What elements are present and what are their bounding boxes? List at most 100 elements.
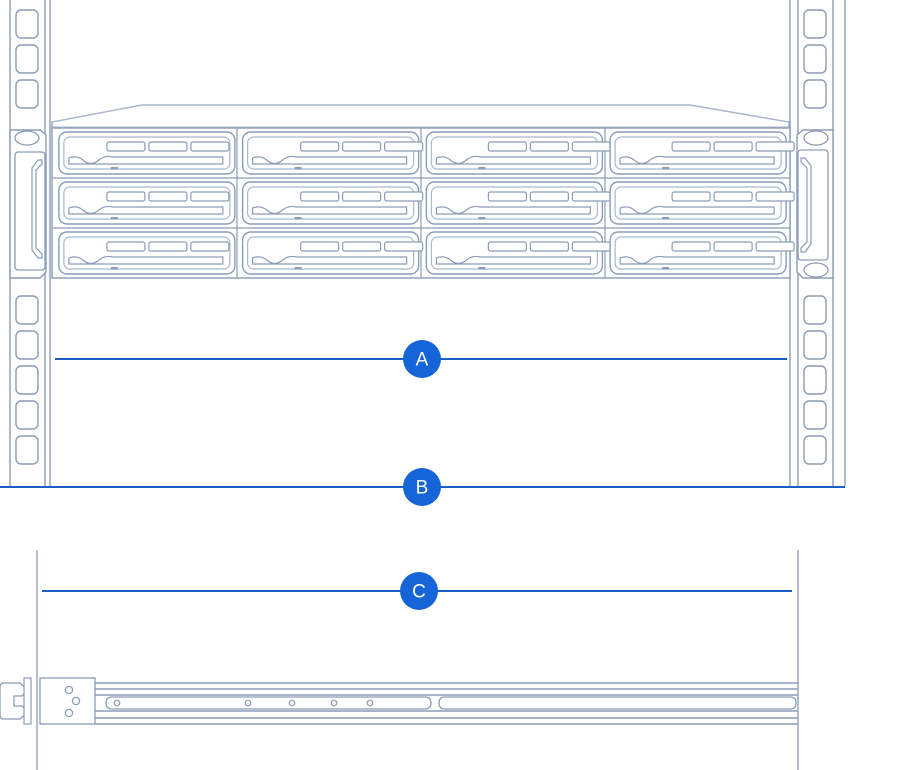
drive-bay-latch[interactable] (68, 155, 224, 165)
drive-bay[interactable] (58, 231, 236, 275)
drive-bay-vent (148, 241, 188, 252)
ear-right-thumbscrew-top (803, 130, 829, 146)
rack-hole (803, 44, 827, 74)
drive-bay-vent (713, 241, 753, 252)
ear-right-thumbscrew-bottom (803, 262, 829, 278)
callout-leader-lines (0, 358, 845, 592)
drive-bay-vent (190, 241, 230, 252)
drive-bay-vent (755, 191, 795, 202)
drive-bay-vent (342, 191, 382, 202)
rack-hole (15, 295, 39, 325)
drive-bay[interactable] (425, 231, 611, 275)
drive-bay-vent (571, 141, 611, 152)
slide-rail-assembly (0, 550, 799, 770)
drive-bay-latch[interactable] (68, 205, 224, 215)
drive-bay-latch[interactable] (435, 205, 591, 215)
rail-end-hook (0, 682, 29, 720)
drive-bay-latch[interactable] (68, 255, 224, 265)
drive-bay-vent (571, 191, 611, 202)
rail-mount-hole (64, 685, 74, 695)
rack-hole (15, 435, 39, 465)
chassis-top-bevel (51, 104, 790, 123)
rail-track-hole (288, 699, 296, 707)
drive-bay-vent (384, 141, 424, 152)
ear-left-handle-grip (31, 159, 43, 259)
drive-bay-vent (190, 191, 230, 202)
drive-bay[interactable] (609, 181, 795, 225)
drive-bay-latch[interactable] (435, 155, 591, 165)
drive-bay-vent (148, 191, 188, 202)
drive-bay-latch[interactable] (435, 255, 591, 265)
rack-hole (15, 9, 39, 39)
drive-bay-vent (571, 241, 611, 252)
rack-frame (9, 0, 846, 486)
drive-bay[interactable] (609, 231, 795, 275)
drive-bay-latch[interactable] (252, 255, 408, 265)
drive-bay-latch[interactable] (619, 155, 775, 165)
callout-label-b: B (416, 478, 429, 499)
drive-bay-vent (106, 241, 146, 252)
rail-track-hole (113, 699, 121, 707)
drive-bay-tab (110, 217, 118, 220)
drive-bay-tab (294, 217, 302, 220)
rack-hole (803, 9, 827, 39)
drive-bay-tab (110, 267, 118, 270)
drive-bay-vent (487, 191, 527, 202)
drive-bay-vent (487, 241, 527, 252)
drive-bay[interactable] (425, 181, 611, 225)
drive-bay[interactable] (241, 131, 424, 175)
rack-hole (803, 435, 827, 465)
callout-label-a: A (416, 350, 429, 371)
drive-bay-tab (478, 217, 486, 220)
drive-bay-vent (487, 141, 527, 152)
callout-circle-b (403, 468, 441, 506)
drive-bay-vent (106, 141, 146, 152)
rail-slot-segment (105, 696, 432, 710)
drive-bay-latch[interactable] (619, 255, 775, 265)
drive-bays (58, 131, 795, 275)
drive-bay-vent (300, 141, 340, 152)
rack-ear-right (796, 129, 834, 279)
drive-bay-vent (671, 241, 711, 252)
drive-bay-vent (106, 191, 146, 202)
drive-bay-vent (384, 191, 424, 202)
rack-hole (803, 400, 827, 430)
rack-hole (15, 79, 39, 109)
drive-bay-vent (671, 141, 711, 152)
drive-bay-vent (671, 191, 711, 202)
drive-bay[interactable] (241, 231, 424, 275)
drive-bay[interactable] (425, 131, 611, 175)
drive-bay[interactable] (58, 131, 236, 175)
callout-marker-c[interactable]: C (400, 572, 438, 610)
rack-hole (15, 365, 39, 395)
callout-circle-a (403, 340, 441, 378)
ear-left-handle-body (14, 151, 46, 271)
drive-bay-vent (300, 241, 340, 252)
drive-bay-latch[interactable] (252, 155, 408, 165)
drive-bay[interactable] (58, 181, 236, 225)
drive-bay-vent (300, 191, 340, 202)
drive-bay[interactable] (609, 131, 795, 175)
drive-bay-tab (662, 167, 670, 170)
drive-bay-vent (713, 191, 753, 202)
drive-bay-tab (662, 267, 670, 270)
rack-hole (803, 365, 827, 395)
rail-track-hole (330, 699, 338, 707)
ear-right-handle-body (797, 149, 829, 261)
drive-bay-vent (529, 141, 569, 152)
drive-bay[interactable] (241, 181, 424, 225)
callout-circle-c (400, 572, 438, 610)
drive-bay-vent (529, 241, 569, 252)
callout-marker-a[interactable]: A (403, 340, 441, 378)
rail-track-hole (366, 699, 374, 707)
rail-end-spacer (23, 677, 32, 725)
rail-slot-segment (438, 696, 797, 710)
server-chassis-top (51, 104, 790, 131)
drive-bay-latch[interactable] (619, 205, 775, 215)
rack-post-left (9, 0, 46, 486)
rail-mount-plate (39, 677, 96, 725)
drive-bay-latch[interactable] (252, 205, 408, 215)
callout-marker-b[interactable]: B (403, 468, 441, 506)
drive-bay-tab (110, 167, 118, 170)
rack-hole (803, 79, 827, 109)
